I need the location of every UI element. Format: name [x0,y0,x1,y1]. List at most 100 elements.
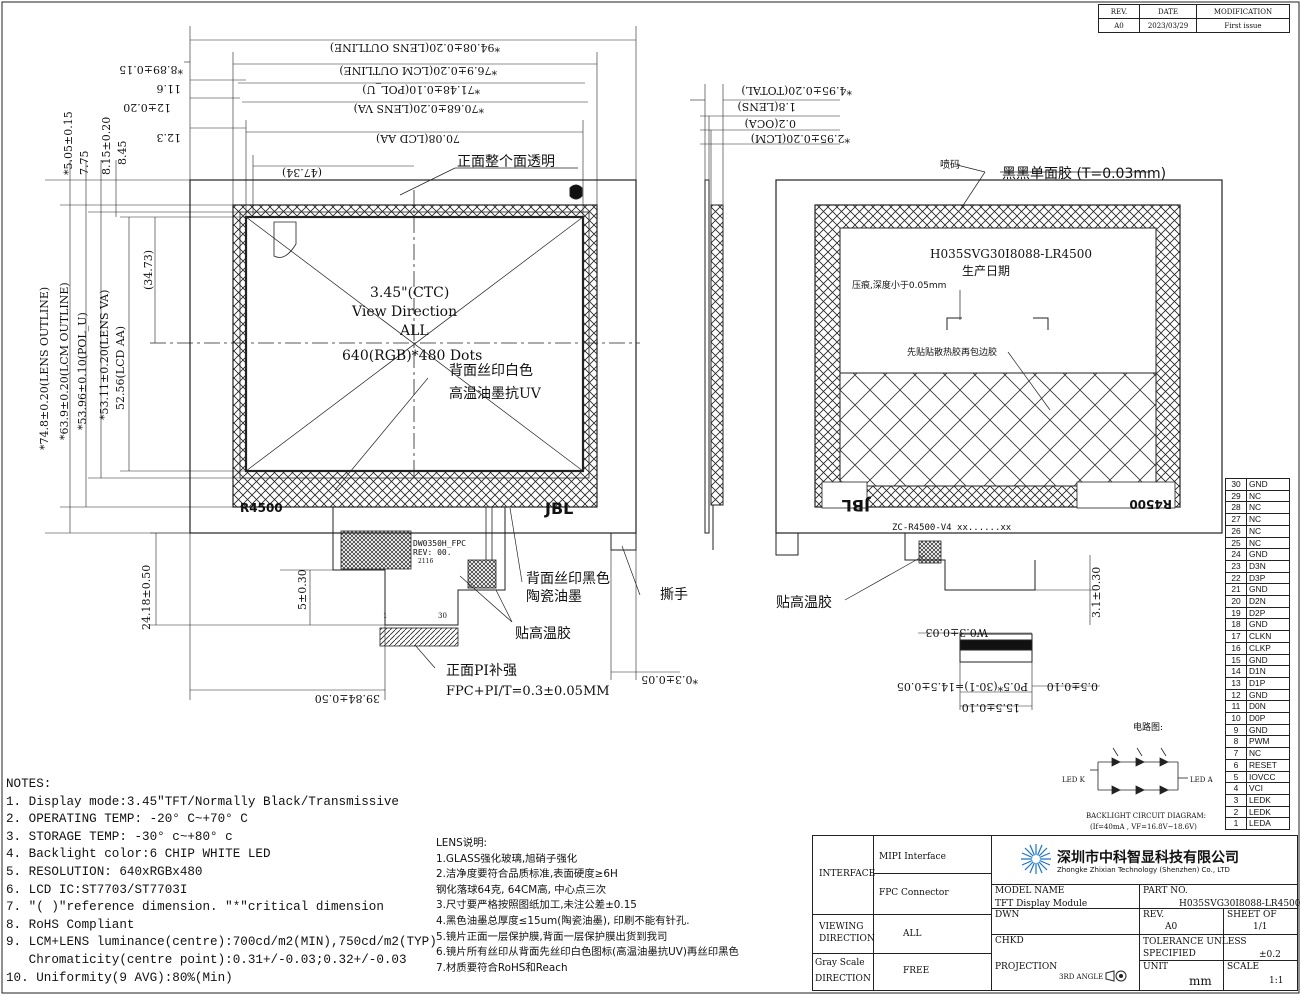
dim-lcm-outline-h: *63.9±0.20(LCM OUTLINE) [58,282,71,440]
title-block: INTERFACE MIPI Interface FPC Connector V… [812,835,1301,991]
pin-number: 25 [1225,536,1247,550]
dim-12-3: 12.3 [157,131,182,144]
note-line: 3. STORAGE TEMP: -30° c~+80° c [6,829,233,844]
part-no-value: H035SVG30I8088-LR4500 [1179,899,1301,909]
dim-39-84: 39.84±0.50 [315,692,380,705]
interface-mipi: MIPI Interface [879,852,946,862]
callout-tape: 贴高温胶 [515,625,571,642]
note-line: 6. LCD IC:ST7703/ST7703I [6,882,188,897]
company-logo-icon [1019,842,1053,879]
pin-number: 8 [1225,735,1247,749]
note-line: 5. RESOLUTION: 640xRGBx480 [6,864,203,879]
pin-signal: GND [1246,653,1290,667]
dim-pol-u-w: *71.48±0.10(POL_U) [362,83,480,96]
pin-signal: LEDK [1246,805,1290,819]
callout-transparent: 正面整个面透明 [457,154,555,170]
pin-number: 10 [1225,712,1247,725]
lens-note-line: 4.黑色油墨总厚度≤15um(陶瓷油墨), 印刷不能有针孔. [436,914,690,927]
label-single-tape: 黑黑单面胶 (T=0.03mm) [1002,165,1166,182]
dim-8-45: 8.45 [116,141,129,166]
pin-signal: GND [1246,688,1290,702]
pin-number: 23 [1225,559,1247,573]
callout-black-ink-2: 陶瓷油墨 [526,589,582,605]
company-name-en: Zhongke Zhixian Technology (Shenzhen) Co… [1057,866,1230,874]
pin-number: 26 [1225,524,1247,538]
callout-black-ink-1: 背面丝印黑色 [526,570,610,587]
dim-11-6: 11.6 [157,82,182,95]
interface-label: INTERFACE [819,869,876,879]
lens-notes-title: LENS说明: [436,837,488,849]
front-view [45,26,680,700]
pin-signal: D2P [1246,606,1290,620]
dim-lcd-aa-h: 52.56(LCD AA) [114,326,127,410]
front-dims-top: *94.08±0.20(LENS OUTLINE) *8.89±0.15 *76… [119,41,500,179]
pin-number: 1 [1225,817,1247,831]
led-a-label: LED A [1190,776,1214,784]
date-cell: 2023/03/29 [1139,18,1197,33]
pin-signal: NC [1246,524,1290,538]
modification-header: MODIFICATION [1196,4,1290,19]
front-dims-bottom: 24.18±0.50 5±0.30 39.84±0.50 *0.3±0.05 [140,565,698,705]
model-name-value: TFT Display Module [995,899,1088,909]
pin-signal: GND [1246,618,1290,632]
pin-number: 6 [1225,758,1247,772]
date-text: 生产日期 [962,264,1010,278]
pin-signal: GND [1246,548,1290,561]
dim-5-05: *5.05±0.15 [62,111,75,175]
led-k-label: LED K [1062,776,1086,784]
pin-signal: RESET [1246,758,1290,772]
lens-notes-block: LENS说明: 1.GLASS强化玻璃,旭硝子强化 2.洁净度要符合品质标准,表… [436,836,806,976]
dim-pitch: P0.5*(30-1)=14.5±0.05 [897,680,1028,693]
pin-number: 11 [1225,700,1247,714]
callout-silkscreen-1: 背面丝印白色 [449,362,533,379]
pin-signal: GND [1246,723,1290,737]
pin-number: 19 [1225,606,1247,620]
fpc-rev: REV: 00. [413,548,452,557]
note-line: 9. LCM+LENS luminance(centre):700cd/m2(M… [6,935,437,950]
dim-pull: *0.3±0.05 [641,673,698,686]
pin-1-label: 1 [383,612,387,620]
pin-signal: D1P [1246,676,1290,690]
pin-number: 17 [1225,630,1247,643]
back-dims: 3.1±0.30 W0.3±0.03 P0.5*(30-1)=14.5±0.05… [897,567,1103,714]
projection-icon [1105,970,1127,985]
pin-number: 2 [1225,805,1247,819]
dim-lens-outline-h: *74.8±0.20(LENS OUTLINE) [38,287,51,450]
pin-signal: PWM [1246,735,1290,749]
pin-number: 27 [1225,513,1247,526]
back-view [775,164,1223,710]
logo-left-text: R4500 [240,501,283,515]
callout-pi: 正面PI补强 [446,663,517,679]
pin-signal: GND [1246,583,1290,597]
tolerance-value: ±0.2 [1259,950,1281,960]
lens-note-line: 5.镜片正面一层保护膜,背面一层保护膜出货到我司 [436,930,668,943]
back-texts: 喷码 黑黑单面胶 (T=0.03mm) H035SVG30I8088-LR450… [776,159,1172,611]
note-line: 2. OPERATING TEMP: -20° C~+70° C [6,812,248,827]
dim-47-34: (47.34) [282,166,322,179]
pin-number: 5 [1225,770,1247,784]
view-text-1: 3.45"(CTC) [370,285,449,301]
lens-note-line: 钢化落球64克, 64CM高, 中心点三次 [436,883,607,896]
dim-lens-va-w: *70.68±0.20(LENS VA) [354,102,484,115]
pin-signal: D2N [1246,595,1290,608]
fpc-spec: FPC+PI/T=0.3±0.05MM [446,684,610,699]
pin-number: 14 [1225,665,1247,678]
side-view [690,84,840,550]
pin-signal: GND [1246,478,1290,491]
rev-value: A0 [1165,922,1178,932]
code-line: ZC-R4500-V4 xx......xx [892,523,1012,533]
lens-note-line: 1.GLASS强化玻璃,旭硝子强化 [436,852,578,865]
pin-signal: NC [1246,513,1290,526]
pin-signal: CLKN [1246,630,1290,643]
